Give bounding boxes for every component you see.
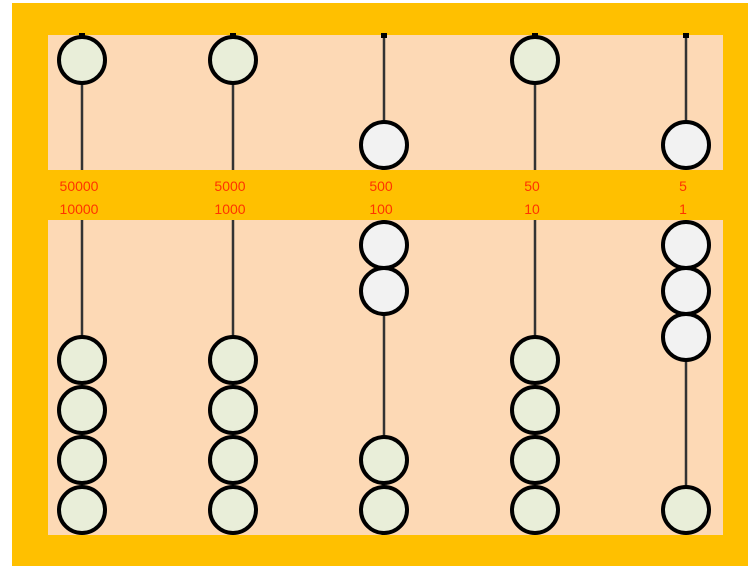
upper-value-label: 500 [369,178,393,194]
lower-bead-active[interactable] [661,312,711,362]
lower-bead-active[interactable] [661,266,711,316]
lower-bead[interactable] [359,485,409,535]
lower-bead[interactable] [208,435,258,485]
lower-bead[interactable] [661,485,711,535]
upper-value-label: 5 [679,178,687,194]
upper-bead-active[interactable] [359,120,409,170]
rod-cap [683,33,689,38]
lower-bead-active[interactable] [359,220,409,270]
lower-bead[interactable] [57,435,107,485]
lower-value-label: 1000 [214,201,245,217]
lower-bead[interactable] [510,385,560,435]
lower-bead[interactable] [510,485,560,535]
lower-bead[interactable] [208,335,258,385]
lower-bead[interactable] [57,385,107,435]
lower-bead[interactable] [57,485,107,535]
rod-cap [381,33,387,38]
lower-bead[interactable] [57,335,107,385]
lower-value-label: 10000 [60,201,99,217]
upper-value-label: 50 [524,178,540,194]
upper-value-label: 5000 [214,178,245,194]
upper-bead[interactable] [510,35,560,85]
lower-bead[interactable] [208,485,258,535]
upper-bead[interactable] [57,35,107,85]
lower-bead[interactable] [359,435,409,485]
lower-bead-active[interactable] [359,266,409,316]
lower-bead[interactable] [510,435,560,485]
lower-value-label: 100 [369,201,393,217]
upper-bead-active[interactable] [661,120,711,170]
lower-bead[interactable] [510,335,560,385]
upper-bead[interactable] [208,35,258,85]
abacus-column: 50000 10000 [57,33,107,535]
abacus-column: 51 [661,33,711,535]
lower-bead[interactable] [208,385,258,435]
lower-value-label: 10 [524,201,540,217]
lower-bead-active[interactable] [661,220,711,270]
upper-value-label: 50000 [60,178,99,194]
lower-value-label: 1 [679,201,687,217]
abacus-column: 5000 1000 [208,33,258,535]
